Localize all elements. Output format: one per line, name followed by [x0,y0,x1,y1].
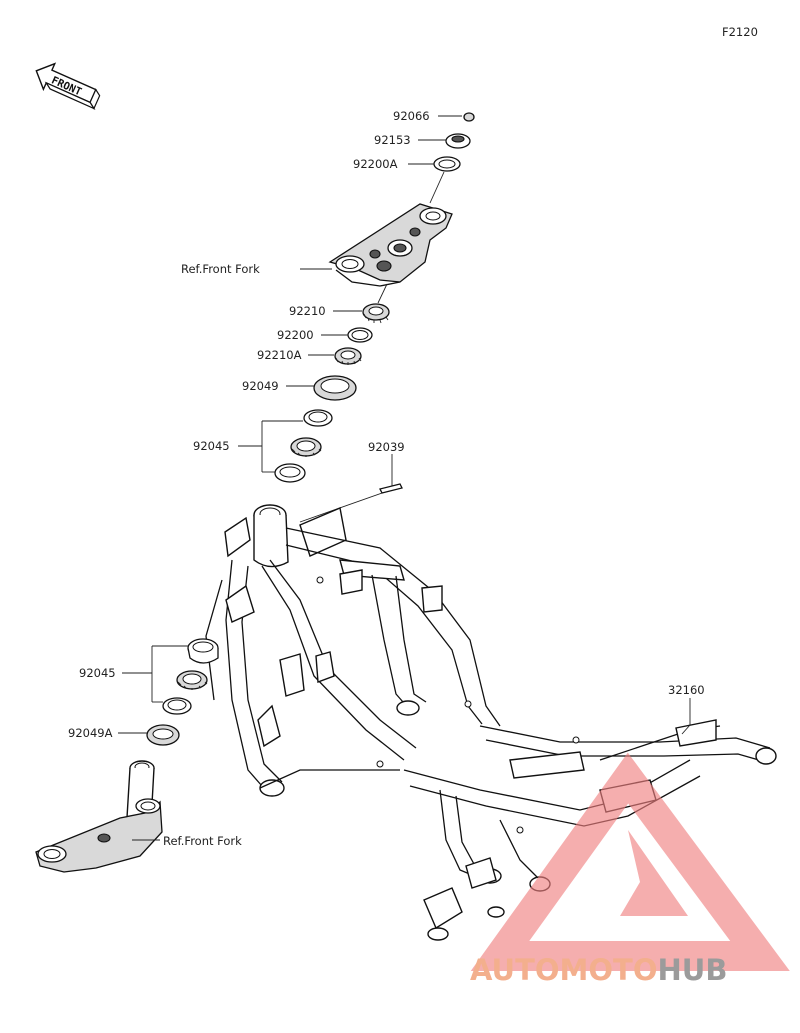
label-92153: 92153 [374,133,411,147]
label-ref-front-fork-lower: Ref.Front Fork [163,834,242,848]
label-ref-front-fork-upper: Ref.Front Fork [181,262,260,276]
label-92200A: 92200A [353,157,398,171]
label-92049A: 92049A [68,726,113,740]
part-nut-92210A [308,347,362,365]
part-bearing-set-92045-upper [238,409,333,483]
watermark-hub: HUB [658,953,728,987]
part-fastener-92039 [299,454,403,523]
label-92049: 92049 [242,379,279,393]
figure-code: F2120 [722,25,758,39]
part-bearing-set-92045-lower [122,638,219,715]
part-subframe-32160 [681,698,691,735]
label-92039: 92039 [368,440,405,454]
lower-triple-clamp-stem [35,760,163,873]
label-92045-upper: 92045 [193,439,230,453]
label-32160: 32160 [668,683,705,697]
part-washer-92200 [321,327,373,343]
label-92045-lower: 92045 [79,666,116,680]
part-washer-92200A [408,156,461,204]
part-cap-92066 [438,112,475,122]
motorcycle-frame [205,504,777,941]
part-seal-92049A [118,724,180,746]
watermark-triangle-icon [470,752,790,971]
part-cap-nut-92153 [418,133,471,149]
part-seal-92049 [286,375,357,401]
watermark-auto: AUTO [470,953,560,987]
label-92066: 92066 [393,109,430,123]
label-92210: 92210 [289,304,326,318]
label-92210A: 92210A [257,348,302,362]
watermark-text: AUTOMOTOHUB [470,953,727,987]
automotohub-watermark: AUTOMOTOHUB [470,752,790,987]
watermark-moto: MOTO [560,953,658,987]
front-arrow-icon: FRONT [35,62,101,110]
part-nut-92210 [333,283,390,324]
label-92200: 92200 [277,328,314,342]
upper-triple-clamp [300,203,453,287]
